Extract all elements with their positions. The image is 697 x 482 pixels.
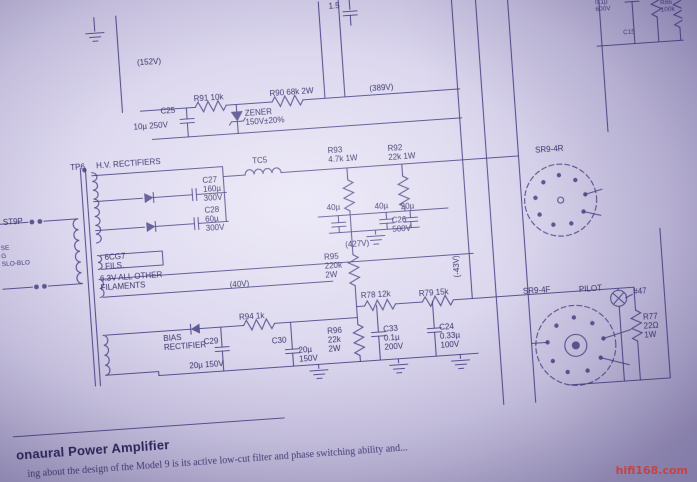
label-r95: R95 220k 2W [323,251,343,281]
label-c29: C29 [203,336,219,347]
label-fuse-1: SE [0,244,10,253]
label-6cg7-fils: 6CG7 FILS. [104,251,126,272]
label-c28: C28 60µ 300V [204,204,225,234]
label-c30: C30 [271,335,287,346]
label-40uf-b: 40µ [374,201,389,212]
label-r92: R92 22k 1W [387,143,416,163]
label-v389: (389V) [369,82,394,94]
label-tc5: TC5 [251,155,268,166]
choke-bus-section [222,155,520,246]
tube-socket-sr9-4r [524,163,603,237]
label-bias-rectifier: BIAS RECTIFIER [163,332,207,353]
label-st9p: ST9P [2,216,24,228]
label-lamp-47: #47 [632,286,647,297]
filament-wires [99,250,474,298]
label-c33: C33 0.1µ 200V [382,323,404,353]
bias-rectifier-section [105,300,479,380]
label-c15: C15 [622,28,636,37]
label-v427: (427V) [344,238,370,250]
label-v152: (152V) [136,56,162,68]
watermark: hifi168.com [615,464,688,477]
label-r66: R66 100k [659,0,675,14]
vertical-rails [450,0,609,406]
label-tp6: TP6 [69,162,86,173]
tube-socket-sr9-4f [531,304,632,386]
label-c24: C24 0.33µ 100V [438,321,461,351]
label-r93: R93 4.7k 1W [327,145,358,165]
top-left-wires [85,15,124,114]
hv-rectifier-section [91,166,229,233]
label-pilot: PILOT [578,283,603,295]
label-c19: C19 0.1µ 600V [594,0,611,14]
caption-rule [12,417,285,438]
label-c27: C27 160µ 300V [202,175,223,204]
label-zener: ZENER 150V±20% [244,107,285,128]
label-r96: R96 22k 2W [326,325,343,355]
label-c25: C25 [160,105,176,116]
label-vm43: (-43V) [451,255,462,278]
label-1-5: 1.5 [328,1,340,11]
label-sr9-4r: SR9-4R [534,143,564,155]
label-20uf: 20µ [400,201,415,212]
label-sr9-4f: SR9-4F [522,285,551,296]
label-fuse-2: G [1,252,7,261]
pilot-lamp-section [570,227,671,386]
label-c30-value: 20µ 150V [298,344,319,364]
label-40uf-a: 40µ [326,202,341,213]
bias-divider-section [347,214,635,312]
label-v40: (40V) [229,279,250,290]
label-r77: R77 22Ω 1W [642,311,659,340]
power-transformer [0,167,111,387]
top-bus-section [139,0,463,140]
label-c26: C26 500V [391,214,412,235]
label-r94: R94 1k [238,311,265,322]
top-right-network [596,0,686,47]
